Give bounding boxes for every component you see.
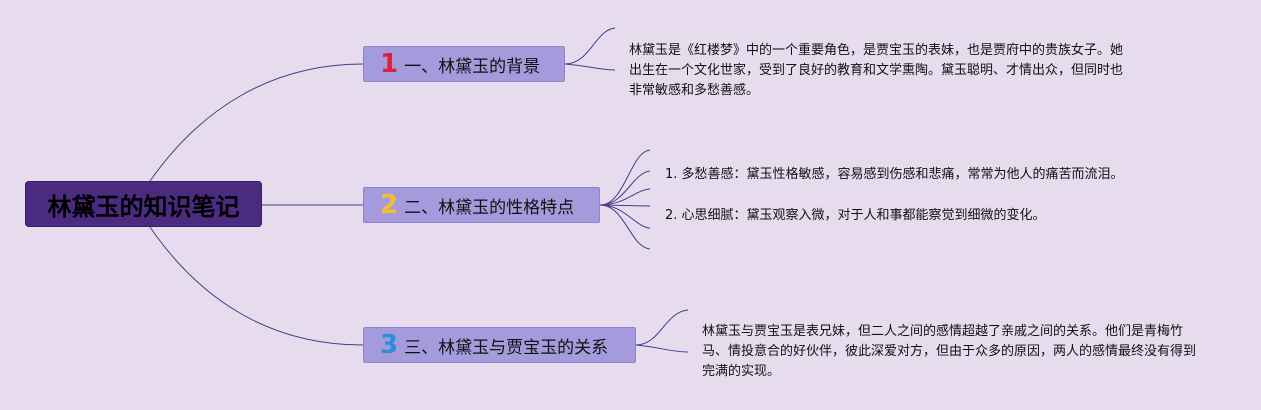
leaf-relationship-body: 林黛玉与贾宝玉是表兄妹，但二人之间的感情超越了亲戚之间的关系。他们是青梅竹马、情… xyxy=(702,324,1197,379)
branch-label-relationship: 三、林黛玉与贾宝玉的关系 xyxy=(404,337,609,358)
branch-number-3: 3 xyxy=(380,330,399,360)
root-node[interactable]: 林黛玉的知识笔记 xyxy=(25,181,262,227)
branch-label-background: 一、林黛玉的背景 xyxy=(404,56,541,77)
root-title: 林黛玉的知识笔记 xyxy=(47,192,240,221)
connector-branch-1-leaf-top xyxy=(564,27,616,65)
leaf-relationship-text: 林黛玉与贾宝玉是表兄妹，但二人之间的感情超越了亲戚之间的关系。他们是青梅竹马、情… xyxy=(702,322,1197,382)
branch-background[interactable]: 1 一、林黛玉的背景 xyxy=(363,46,565,82)
branch-number-2: 2 xyxy=(380,190,399,220)
connector-root-branch-1 xyxy=(149,63,364,182)
branch-relationship[interactable]: 3 三、林黛玉与贾宝玉的关系 xyxy=(363,327,636,363)
personality-item-2: 2. 心思细腻：黛玉观察入微，对于人和事都能察觉到细微的变化。 xyxy=(665,208,1046,223)
connector-branch-3-leaf-top xyxy=(635,309,689,346)
connector-branch-1-leaf-bottom xyxy=(564,63,616,71)
branch-personality[interactable]: 2 二、林黛玉的性格特点 xyxy=(363,187,600,223)
connector-branch-2-leaf-5 xyxy=(599,204,651,229)
connector-branch-2-leaf-2 xyxy=(599,170,651,206)
personality-item-1: 1. 多愁善感：黛玉性格敏感，容易感到伤感和悲痛，常常为他人的痛苦而流泪。 xyxy=(665,167,1124,182)
connector-branch-2-leaf-1 xyxy=(599,149,651,206)
leaf-background-body: 林黛玉是《红楼梦》中的一个重要角色，是贾宝玉的表妹，也是贾府中的贵族女子。她出生… xyxy=(629,43,1124,98)
connector-root-branch-3 xyxy=(149,226,364,346)
connector-branch-3-leaf-bottom xyxy=(635,344,689,353)
branch-label-personality: 二、林黛玉的性格特点 xyxy=(404,197,575,218)
connector-branch-2-leaf-6 xyxy=(599,204,651,250)
connector-branch-2-leaf-4 xyxy=(599,204,651,207)
leaf-background-text: 林黛玉是《红楼梦》中的一个重要角色，是贾宝玉的表妹，也是贾府中的贵族女子。她出生… xyxy=(629,41,1129,101)
branch-number-1: 1 xyxy=(380,49,399,79)
connector-branch-2-leaf-3 xyxy=(599,188,651,206)
